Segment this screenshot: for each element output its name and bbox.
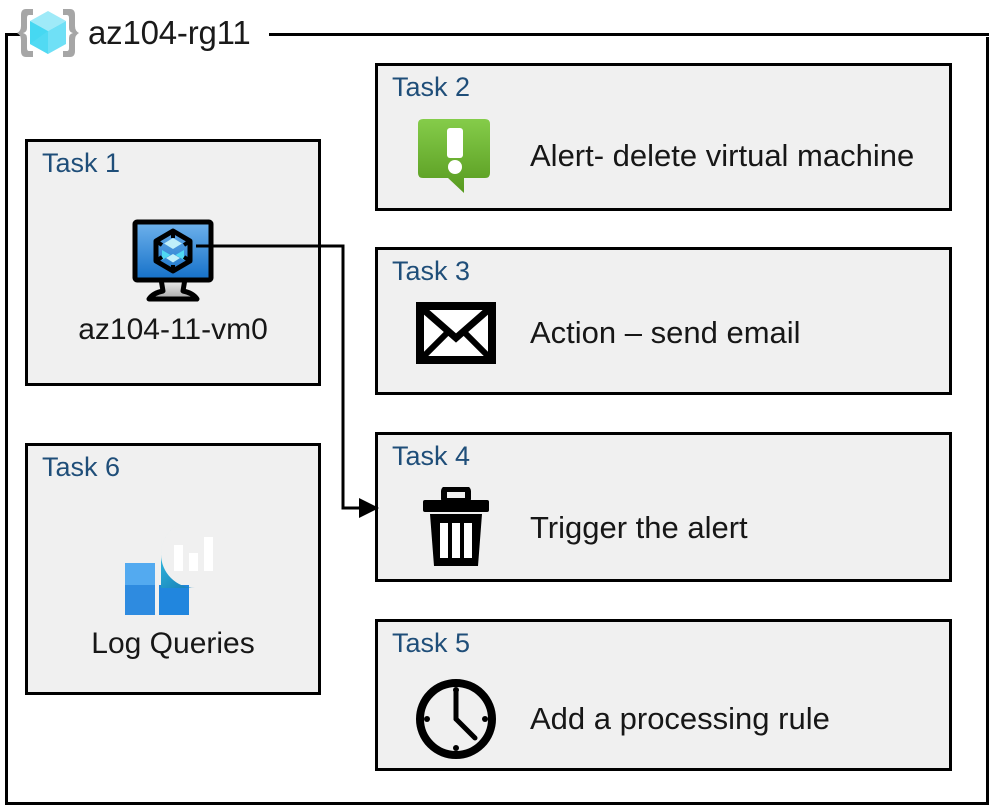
task-card-5[interactable]: Task 5 Add a processing rule [375, 619, 952, 771]
trash-can-icon [412, 487, 500, 569]
task-1-label: Task 1 [42, 148, 121, 178]
task-card-1[interactable]: Task 1 [25, 139, 321, 386]
resource-group-cube-icon [16, 4, 80, 62]
task-2-text: Alert- delete virtual machine [530, 138, 915, 173]
resource-group-header: az104-rg11 [16, 4, 251, 62]
task-2-label: Task 2 [392, 72, 471, 102]
task-card-3[interactable]: Task 3 Action – send email [375, 247, 952, 395]
task-card-6[interactable]: Task 6 [25, 443, 321, 695]
task-card-2[interactable]: Task 2 Alert- delete virtual machine [375, 63, 952, 211]
resource-group-border-left [5, 33, 8, 805]
log-analytics-icon [119, 515, 227, 619]
task-6-text: Log Queries [91, 627, 255, 660]
envelope-icon [412, 302, 500, 364]
task-4-text: Trigger the alert [530, 510, 748, 545]
virtual-machine-icon [127, 217, 219, 305]
task-5-text: Add a processing rule [530, 701, 830, 736]
task-6-label: Task 6 [42, 452, 121, 482]
task-3-text: Action – send email [530, 315, 801, 350]
clock-icon [412, 676, 500, 762]
task-1-text: az104-11-vm0 [78, 312, 268, 346]
task-5-label: Task 5 [392, 628, 471, 658]
task-3-label: Task 3 [392, 256, 471, 286]
resource-group-border-right [986, 37, 989, 805]
resource-group-border-top-left [5, 33, 23, 36]
resource-group-name: az104-rg11 [88, 14, 251, 51]
task-4-label: Task 4 [392, 441, 471, 471]
resource-group-border-bottom [5, 802, 989, 805]
task-card-4[interactable]: Task 4 Trigger the alert [375, 432, 952, 582]
resource-group-border-top-right [269, 33, 989, 36]
alert-bubble-icon [412, 116, 500, 196]
